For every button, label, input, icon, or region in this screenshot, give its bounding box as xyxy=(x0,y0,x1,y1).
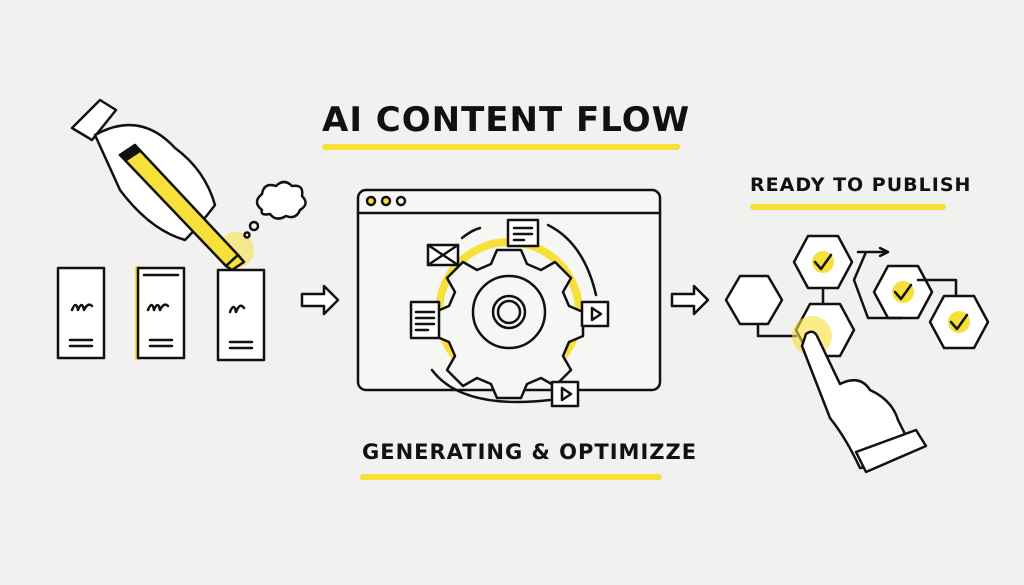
process-label: GENERATING & OPTIMIZZE xyxy=(362,440,698,464)
document-icon xyxy=(506,218,540,248)
pointing-hand-icon xyxy=(792,316,928,474)
output-underline xyxy=(750,204,946,210)
page-title: AI CONTENT FLOW xyxy=(322,100,691,140)
title-underline xyxy=(322,144,680,150)
cycle-arrow xyxy=(430,368,552,404)
document-icon xyxy=(135,266,186,360)
document-icon xyxy=(409,300,441,340)
video-play-icon xyxy=(580,300,610,328)
connector-lines xyxy=(756,246,958,338)
cycle-arrow xyxy=(460,226,482,240)
hexagon-check-icon xyxy=(872,264,934,320)
thought-cloud-icon xyxy=(243,180,307,239)
arrow-right-icon xyxy=(300,284,340,316)
hand-highlighter-icon xyxy=(70,98,254,272)
video-play-icon xyxy=(550,380,580,408)
output-label: READY TO PUBLISH xyxy=(750,174,972,196)
hexagon-check-icon xyxy=(792,234,854,290)
arrow-right-icon xyxy=(670,284,710,316)
envelope-icon xyxy=(426,243,460,267)
document-icon xyxy=(216,268,266,362)
process-underline xyxy=(360,474,662,480)
hexagon-icon xyxy=(724,274,784,326)
cycle-arrow xyxy=(546,223,598,297)
hexagon-check-icon xyxy=(928,294,990,350)
document-icon xyxy=(56,266,106,360)
